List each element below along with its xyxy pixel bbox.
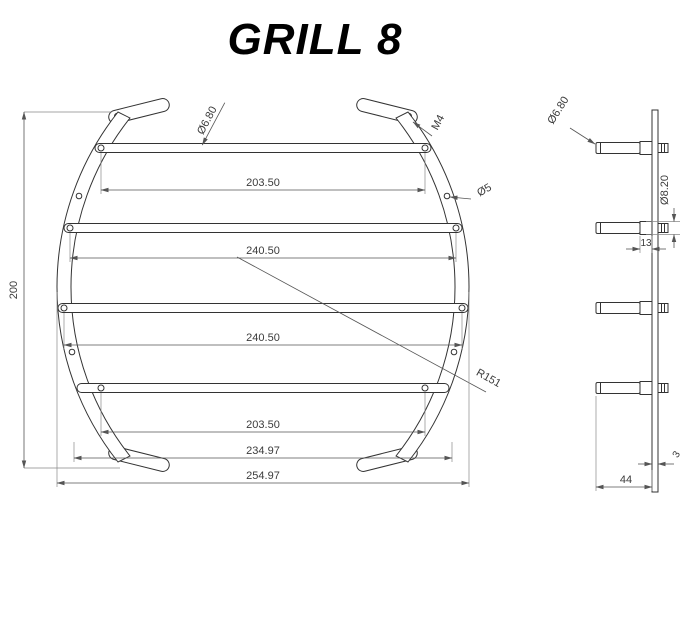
callout-rail-hole: Ø5 [449,182,494,200]
dim-bar2-text: 240.50 [246,245,280,257]
rail-hole-icon [443,192,451,200]
pin-2 [595,221,669,235]
dim-boss-length-text: 13 [640,238,652,249]
grill-bar-3 [57,303,469,313]
dim-mid-width: 234.97 [73,442,453,462]
rail-hole-icon [450,348,458,356]
nut-section [657,223,669,233]
dim-overall-width: 254.97 [56,292,470,487]
dim-plate-thickness: 3 [638,449,684,467]
dim-boss-dia: Ø8.20 [646,175,680,248]
rail-hole-icon [68,348,76,356]
dim-height: 200 [8,111,120,469]
callout-radius-text: R151 [474,367,503,390]
pin-shaft [595,222,641,234]
screw-icon [97,144,105,152]
dim-boss-length: 13 [626,236,666,253]
screw-icon [421,144,429,152]
pin-3 [595,301,669,315]
dim-bar3-text: 240.50 [246,332,280,344]
callout-pin-dia-text: Ø6.80 [545,95,571,127]
grill-bar-2 [63,223,463,233]
pin-boss [639,141,653,155]
dim-bar4: 203.50 [100,393,426,436]
nut-section [657,383,669,393]
callout-hole-dia: Ø6.80 [195,102,226,146]
grill-bar-1 [94,143,432,153]
screw-icon [458,304,466,312]
pin-boss [639,221,653,235]
dim-bar1-text: 203.50 [246,177,280,189]
screw-icon [66,224,74,232]
screw-icon [452,224,460,232]
pin-boss [639,301,653,315]
dim-pin-length-text: 44 [620,474,632,486]
screw-icon [421,384,429,392]
left-rail [56,111,131,463]
callout-rail-hole-text: Ø5 [475,182,494,200]
pin-4 [595,381,669,395]
dim-bar2: 240.50 [69,233,457,262]
mount-plate [651,109,659,493]
dim-plate-thickness-text: 3 [671,449,684,460]
rail-hole-icon [75,192,83,200]
screw-icon [97,384,105,392]
dim-pin-length: 44 [595,396,653,491]
leader-line [449,195,472,200]
callout-thread-text: M4 [429,113,447,132]
leader-line [569,127,596,145]
dim-bar3: 240.50 [63,313,463,349]
pin-boss [639,381,653,395]
dim-bar4-text: 203.50 [246,419,280,431]
page-title: GRILL 8 [228,15,403,64]
side-view: Ø6.80 Ø8.20 13 3 [545,95,684,493]
pin-shaft [595,382,641,394]
leader-line [236,256,487,393]
dim-bar1: 203.50 [100,153,426,194]
nut-section [657,303,669,313]
callout-hole-dia-text: Ø6.80 [195,105,220,137]
leader-line [412,121,433,137]
pin-shaft [595,142,641,154]
dim-boss-dia-text: Ø8.20 [659,175,671,205]
leader-line [201,102,226,146]
callout-pin-dia: Ø6.80 [545,95,596,145]
pin-1 [595,141,669,155]
dim-height-text: 200 [8,281,20,299]
front-view: 200 Ø6.80 M4 Ø5 R151 203.50 [8,98,503,487]
screw-icon [60,304,68,312]
grill-bar-4 [76,383,450,393]
right-rail [395,111,470,463]
dim-mid-width-text: 234.97 [246,445,280,457]
nut-section [657,143,669,153]
dim-overall-width-text: 254.97 [246,470,280,482]
pin-shaft [595,302,641,314]
